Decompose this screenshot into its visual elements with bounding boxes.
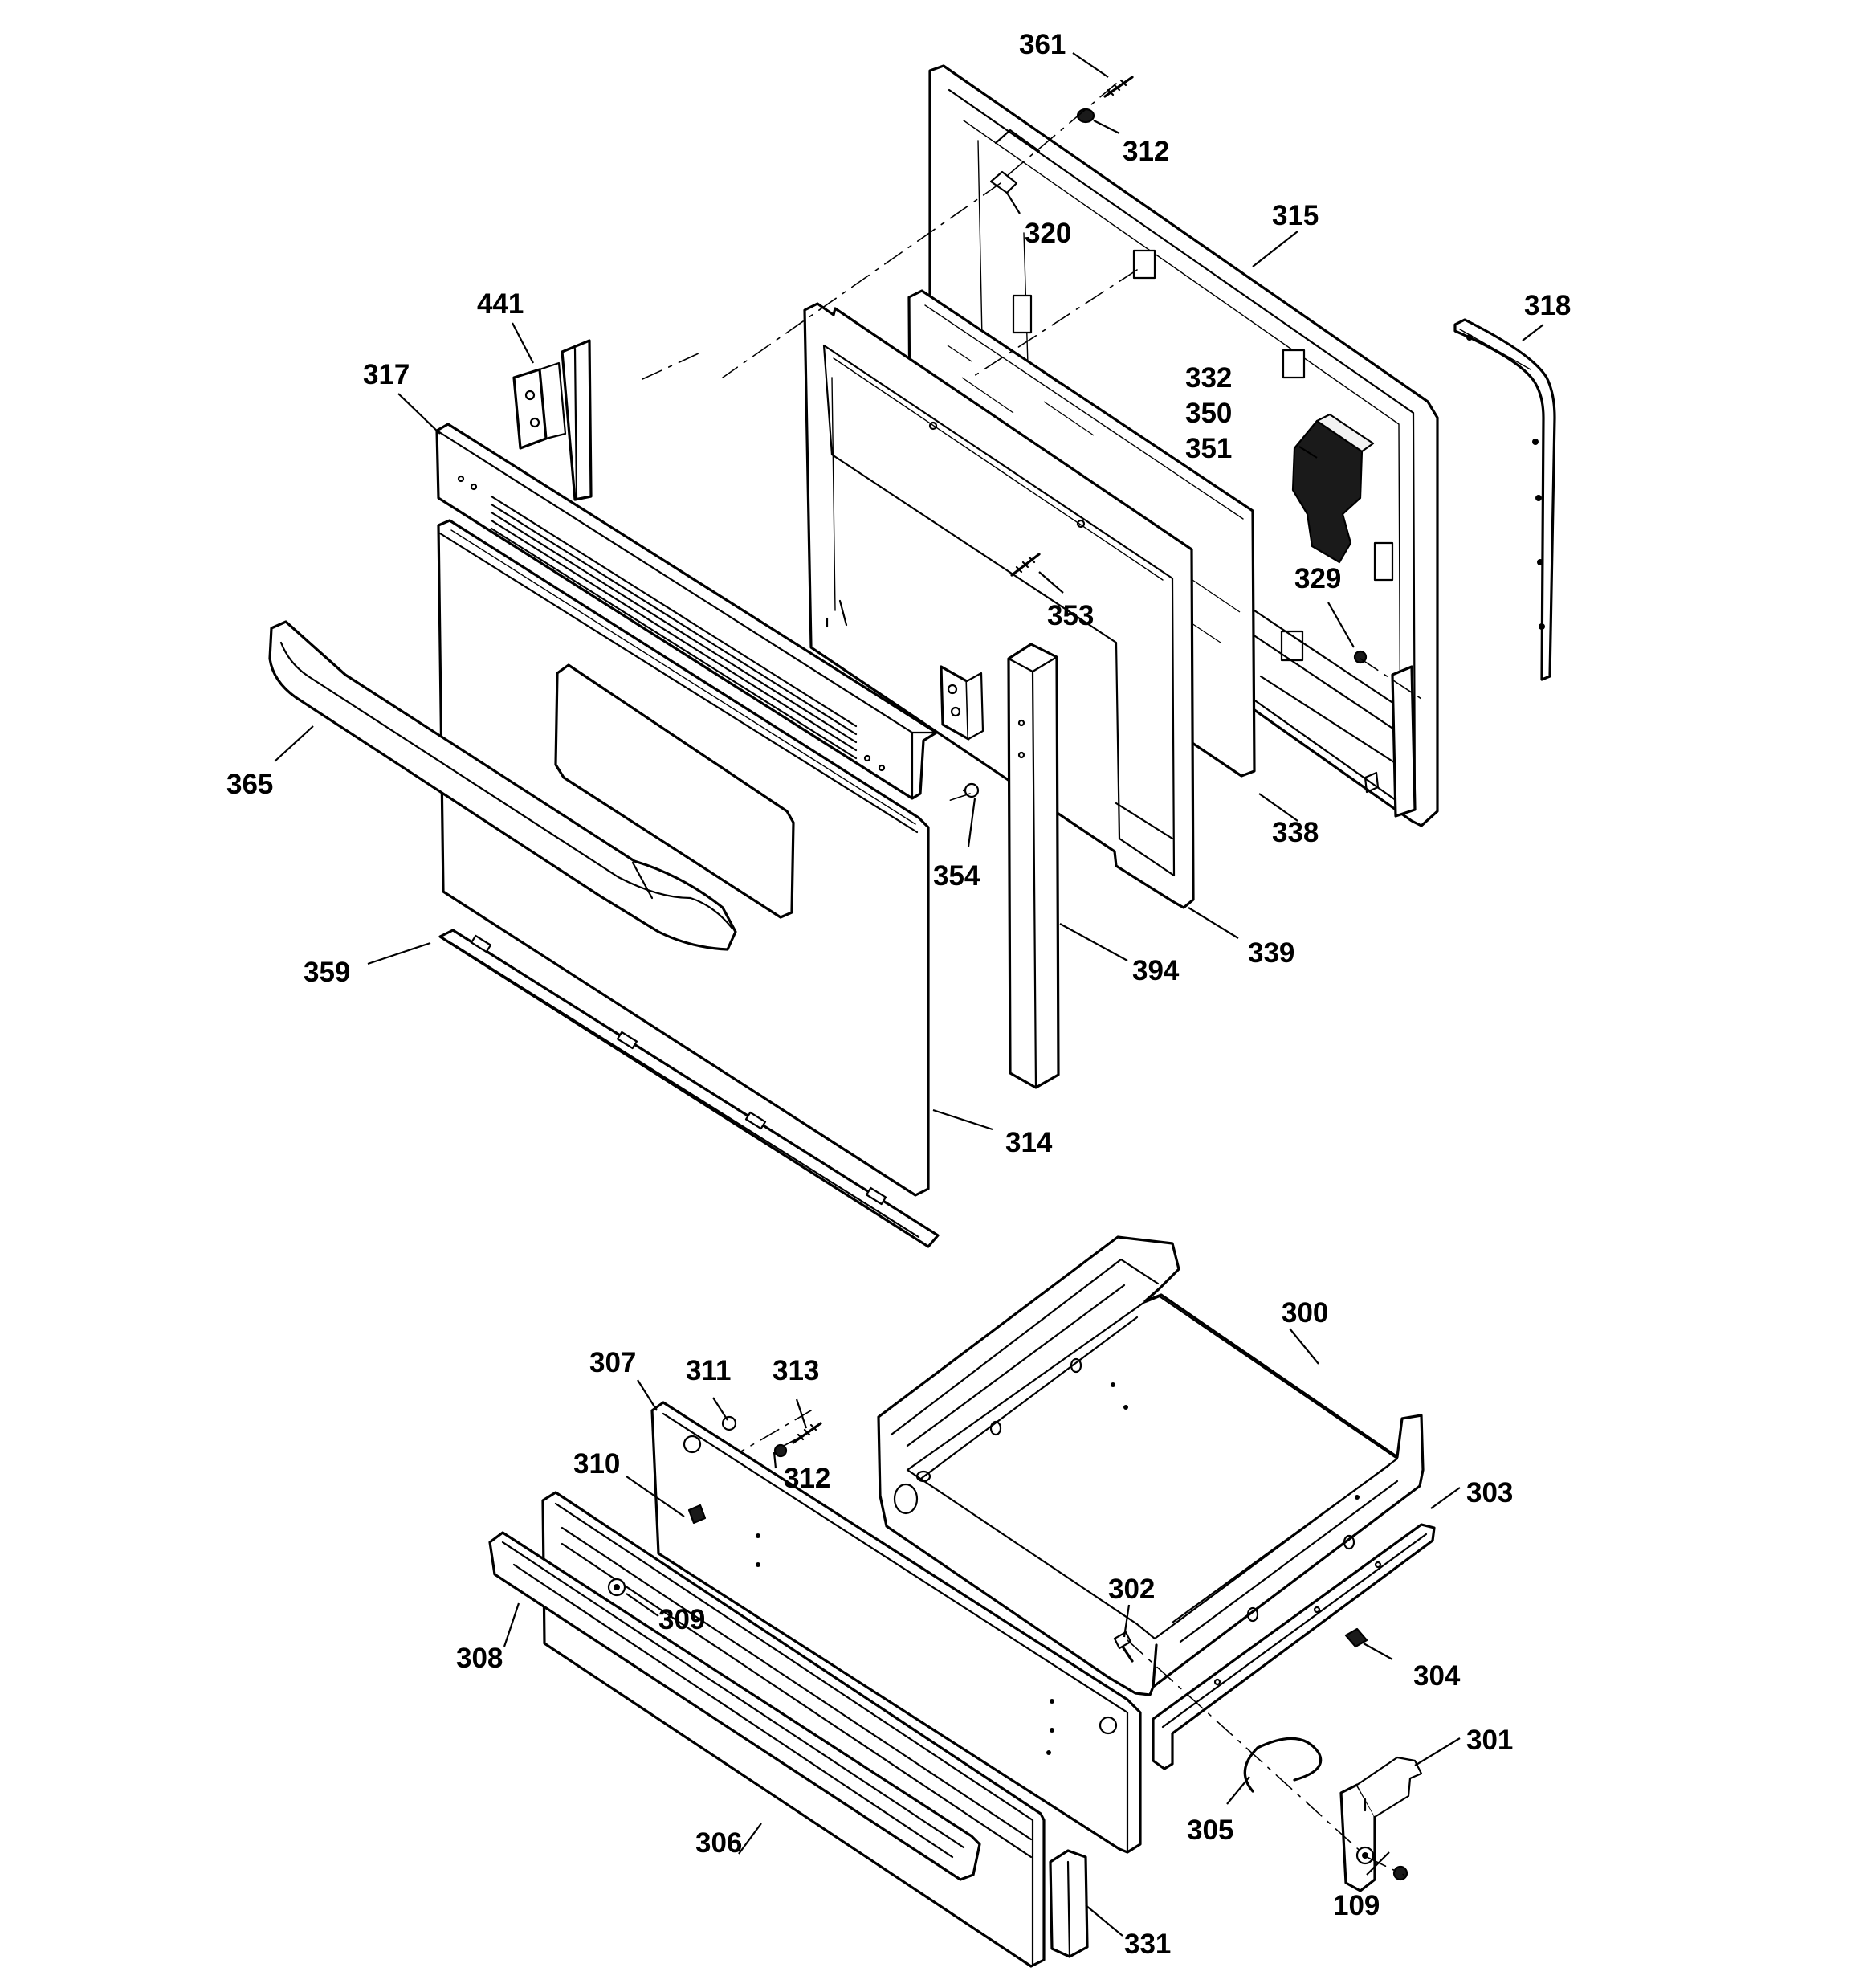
label-354: 354 (933, 860, 980, 892)
door-inner-liner (928, 64, 1439, 827)
label-310: 310 (573, 1448, 620, 1480)
door-insulation (1291, 413, 1375, 564)
label-332: 332 (1185, 362, 1232, 394)
label-317: 317 (363, 359, 410, 390)
label-353: 353 (1047, 600, 1094, 631)
door-bottom-trim (438, 929, 940, 1248)
drawer-roller-bracket (1339, 1756, 1423, 1892)
label-300: 300 (1282, 1297, 1328, 1329)
label-351: 351 (1185, 433, 1232, 464)
door-gasket (1453, 318, 1556, 681)
hinge-bracket-left (512, 339, 593, 501)
label-309: 309 (658, 1604, 705, 1635)
drawer-body (877, 1235, 1425, 1696)
label-306: 306 (695, 1827, 742, 1859)
label-313: 313 (773, 1355, 819, 1386)
assembly-guide-lines-upper (642, 83, 1422, 802)
label-359: 359 (304, 957, 350, 988)
label-312-upper: 312 (1123, 136, 1169, 167)
label-338: 338 (1272, 817, 1319, 848)
door-inner-frame (803, 302, 1195, 909)
label-301: 301 (1466, 1725, 1513, 1756)
label-320: 320 (1025, 218, 1071, 249)
drawer-small-parts (1113, 1627, 1368, 1663)
door-handle (268, 620, 737, 951)
label-361: 361 (1019, 29, 1066, 60)
label-339: 339 (1248, 937, 1294, 969)
label-314: 314 (1005, 1127, 1053, 1158)
label-365: 365 (226, 769, 273, 800)
label-315: 315 (1272, 200, 1319, 231)
label-305: 305 (1187, 1815, 1233, 1846)
outer-door-panel (437, 519, 930, 1197)
label-318: 318 (1524, 290, 1571, 321)
drawer-wire-stop (1243, 1737, 1323, 1793)
drawer-slide-rail (1152, 1523, 1436, 1770)
hinge-bracket-right (940, 665, 984, 741)
label-307: 307 (589, 1347, 636, 1378)
vent-slots (490, 495, 858, 760)
door-side-channel (1007, 643, 1060, 1089)
part-labels: 361 312 320 315 441 318 317 332 350 351 … (226, 29, 1571, 1960)
label-441: 441 (477, 288, 524, 320)
label-304: 304 (1413, 1660, 1461, 1692)
lower-fasteners (721, 1415, 822, 1458)
leader-lines (274, 52, 1544, 1937)
label-311: 311 (686, 1355, 731, 1386)
label-350: 350 (1185, 398, 1232, 429)
label-308: 308 (456, 1643, 503, 1674)
label-331: 331 (1124, 1929, 1171, 1960)
label-329: 329 (1294, 563, 1341, 594)
label-109: 109 (1333, 1890, 1380, 1921)
door-top-vent-trim (435, 423, 938, 800)
drawer-inner-panel (650, 1401, 1142, 1854)
label-302: 302 (1108, 1574, 1155, 1605)
drawer-bracket (1049, 1849, 1089, 1958)
label-394: 394 (1132, 955, 1180, 986)
label-312-lower: 312 (784, 1463, 830, 1494)
label-303: 303 (1466, 1477, 1513, 1508)
drawer-handle (488, 1531, 981, 1881)
